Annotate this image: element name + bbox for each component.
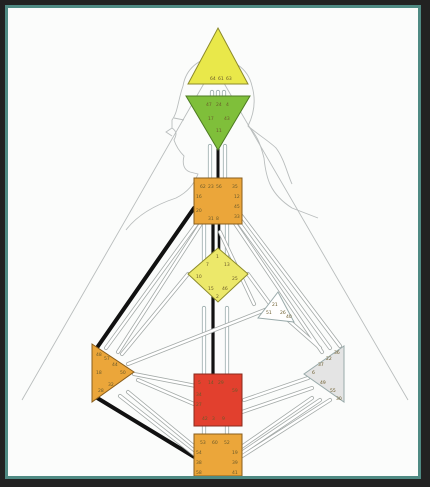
gate-label: 47 <box>206 102 212 108</box>
gate-label: 27 <box>196 402 202 408</box>
gate-label: 44 <box>112 362 118 368</box>
gate-label: 11 <box>216 128 222 134</box>
bodygraph-panel: 64 61 63 47 24 4 17 11 43 62 23 56 16 35… <box>5 5 421 479</box>
gate-label: 35 <box>232 184 238 190</box>
gate-label: 8 <box>216 216 219 222</box>
gate-label: 56 <box>216 184 222 190</box>
gate-label: 7 <box>206 262 209 268</box>
gate-label: 59 <box>232 388 238 394</box>
gate-label: 63 <box>226 76 232 82</box>
gate-label: 24 <box>216 102 222 108</box>
gate-label: 14 <box>208 380 214 386</box>
gate-label: 53 <box>200 440 206 446</box>
gate-label: 6 <box>312 370 315 376</box>
gate-label: 34 <box>196 392 202 398</box>
gate-label: 9 <box>222 416 225 422</box>
gate-label: 51 <box>266 310 272 316</box>
gate-label: 42 <box>202 416 208 422</box>
gate-label: 25 <box>232 276 238 282</box>
gate-label: 58 <box>196 470 202 476</box>
gate-label: 28 <box>98 388 104 394</box>
bodygraph-diagram: 64 61 63 47 24 4 17 11 43 62 23 56 16 35… <box>8 8 418 476</box>
gate-label: 54 <box>196 450 202 456</box>
gate-label: 20 <box>196 208 202 214</box>
gate-label: 26 <box>280 310 286 316</box>
gate-label: 12 <box>234 194 240 200</box>
gate-label: 17 <box>208 116 214 122</box>
gate-label: 41 <box>232 470 238 476</box>
gate-label: 64 <box>210 76 216 82</box>
gate-label: 43 <box>224 116 230 122</box>
gate-label: 2 <box>216 294 219 300</box>
gate-label: 22 <box>326 356 332 362</box>
gate-label: 48 <box>96 352 102 358</box>
gate-label: 29 <box>218 380 224 386</box>
gate-label: 37 <box>318 362 324 368</box>
gate-label: 19 <box>232 450 238 456</box>
gate-label: 1 <box>216 254 219 260</box>
gate-label: 15 <box>208 286 214 292</box>
gate-label: 33 <box>234 214 240 220</box>
gate-label: 57 <box>104 356 110 362</box>
gate-label: 49 <box>320 380 326 386</box>
gate-label: 39 <box>232 460 238 466</box>
gate-label: 31 <box>208 216 214 222</box>
gate-label: 18 <box>96 370 102 376</box>
gate-label: 62 <box>200 184 206 190</box>
gate-label: 50 <box>120 370 126 376</box>
gate-label: 30 <box>336 396 342 402</box>
gate-label: 5 <box>198 380 201 386</box>
gate-label: 32 <box>108 382 114 388</box>
gate-label: 55 <box>330 388 336 394</box>
gate-label: 36 <box>334 350 340 356</box>
gate-label: 45 <box>234 204 240 210</box>
gate-label: 38 <box>196 460 202 466</box>
gate-label: 46 <box>222 286 228 292</box>
gate-label: 16 <box>196 194 202 200</box>
gate-label: 3 <box>212 416 215 422</box>
gate-label: 10 <box>196 274 202 280</box>
gate-label: 60 <box>212 440 218 446</box>
head-center <box>188 28 248 84</box>
gate-label: 13 <box>224 262 230 268</box>
gate-label: 21 <box>272 302 278 308</box>
gate-label: 52 <box>224 440 230 446</box>
gate-label: 61 <box>218 76 224 82</box>
gate-label: 40 <box>286 314 292 320</box>
gate-label: 4 <box>226 102 229 108</box>
gate-label: 23 <box>208 184 214 190</box>
